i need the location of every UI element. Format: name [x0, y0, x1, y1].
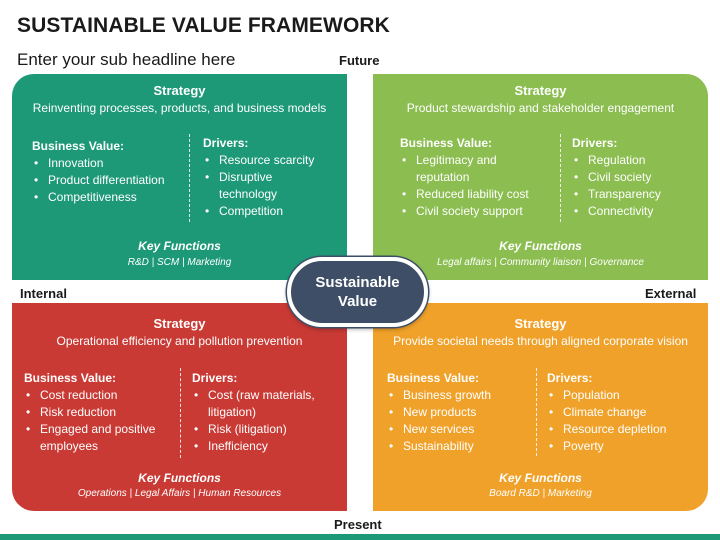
center-label-line2: Value: [337, 293, 378, 310]
strategy-heading: Strategy: [514, 316, 567, 331]
column-divider: [560, 134, 561, 222]
business-value-item: Sustainability: [387, 438, 547, 455]
key-functions-text: Legal affairs | Community liaison | Gove…: [437, 257, 644, 268]
key-functions-heading: Key Functions: [499, 239, 582, 253]
key-functions-text: Operations | Legal Affairs | Human Resou…: [77, 488, 282, 499]
drivers-column: Drivers: Regulation Civil society Transp…: [572, 135, 702, 220]
business-value-item: Reduced liability cost: [400, 186, 555, 203]
column-divider: [189, 134, 190, 222]
business-value-item: Innovation: [32, 155, 192, 172]
business-value-item: Cost reduction: [24, 387, 184, 404]
business-value-item: Competitiveness: [32, 189, 192, 206]
business-value-heading: Business Value:: [387, 371, 480, 385]
key-functions-text: Board R&D | Marketing: [489, 488, 592, 499]
strategy-text: Reinventing processes, products, and bus…: [32, 101, 327, 115]
page-subtitle: Enter your sub headline here: [17, 50, 236, 69]
business-value-column: Business Value: Business growth New prod…: [387, 370, 547, 455]
key-functions-text: R&D | SCM | Marketing: [127, 257, 232, 268]
business-value-item: Business growth: [387, 387, 547, 404]
driver-item: Resource depletion: [547, 421, 702, 438]
business-value-heading: Business Value:: [24, 371, 117, 385]
quadrant-external-present: Strategy Provide societal needs through …: [373, 303, 708, 511]
business-value-item: New services: [387, 421, 547, 438]
column-divider: [180, 368, 181, 458]
axis-label-internal: Internal: [20, 286, 67, 301]
driver-item: Civil society: [572, 169, 702, 186]
driver-item: Cost (raw materials, litigation): [192, 387, 340, 421]
strategy-heading: Strategy: [514, 83, 567, 98]
column-divider: [536, 368, 537, 456]
driver-item: Transparency: [572, 186, 702, 203]
driver-item: Resource scarcity: [203, 152, 343, 169]
axis-label-future: Future: [339, 53, 380, 68]
center-label-line1: Sustainable: [315, 274, 400, 291]
business-value-column: Business Value: Innovation Product diffe…: [32, 138, 192, 206]
business-value-item: Legitimacy and reputation: [400, 152, 520, 186]
driver-item: Risk (litigation): [192, 421, 342, 438]
quadrant-internal-present: Strategy Operational efficiency and poll…: [12, 303, 347, 511]
axis-label-external: External: [645, 286, 697, 301]
drivers-heading: Drivers:: [192, 371, 238, 385]
key-functions-heading: Key Functions: [138, 471, 221, 485]
strategy-heading: Strategy: [153, 316, 206, 331]
strategy-text: Product stewardship and stakeholder enga…: [406, 101, 675, 115]
driver-item: Competition: [203, 203, 343, 220]
quadrant-internal-future: Strategy Reinventing processes, products…: [12, 74, 347, 280]
drivers-heading: Drivers:: [547, 371, 593, 385]
footer-accent-bar: [0, 534, 720, 540]
key-functions-heading: Key Functions: [499, 471, 582, 485]
key-functions-heading: Key Functions: [138, 239, 221, 253]
center-sustainable-value: Sustainable Value: [287, 257, 428, 327]
driver-item: Connectivity: [572, 203, 702, 220]
business-value-item: New products: [387, 404, 547, 421]
driver-item: Regulation: [572, 152, 702, 169]
business-value-item: Risk reduction: [24, 404, 184, 421]
drivers-column: Drivers: Resource scarcity Disruptive te…: [203, 135, 343, 220]
business-value-column: Business Value: Cost reduction Risk redu…: [24, 370, 184, 455]
business-value-item: Product differentiation: [32, 172, 192, 189]
drivers-column: Drivers: Cost (raw materials, litigation…: [192, 370, 342, 455]
axis-label-present: Present: [334, 517, 382, 532]
strategy-text: Operational efficiency and pollution pre…: [56, 334, 303, 348]
drivers-heading: Drivers:: [203, 136, 249, 150]
business-value-item: Civil society support: [400, 203, 555, 220]
driver-item: Disruptive technology: [203, 169, 311, 203]
driver-item: Population: [547, 387, 702, 404]
driver-item: Climate change: [547, 404, 702, 421]
drivers-heading: Drivers:: [572, 136, 618, 150]
business-value-heading: Business Value:: [32, 139, 125, 153]
page-title: SUSTAINABLE VALUE FRAMEWORK: [17, 14, 390, 37]
quadrant-external-future: Strategy Product stewardship and stakeho…: [373, 74, 708, 280]
driver-item: Poverty: [547, 438, 702, 455]
strategy-text: Provide societal needs through aligned c…: [393, 334, 688, 348]
business-value-item: Engaged and positive employees: [24, 421, 164, 455]
business-value-heading: Business Value:: [400, 136, 493, 150]
strategy-heading: Strategy: [153, 83, 206, 98]
drivers-column: Drivers: Population Climate change Resou…: [547, 370, 702, 455]
business-value-column: Business Value: Legitimacy and reputatio…: [400, 135, 555, 220]
driver-item: Inefficiency: [192, 438, 342, 455]
